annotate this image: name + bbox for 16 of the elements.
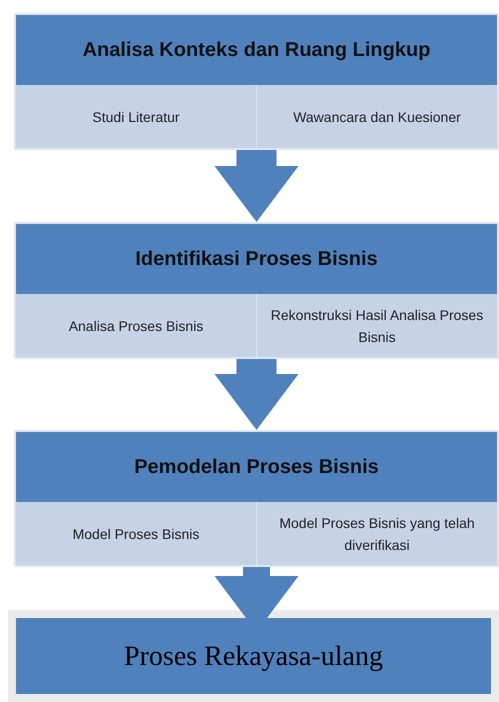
activity-cell: Model Proses Bisnis: [16, 502, 256, 565]
stage-title: Identifikasi Proses Bisnis: [135, 247, 378, 272]
result-box: [8, 610, 499, 702]
block-arrow: [214, 150, 298, 222]
stage-title: Analisa Konteks dan Ruang Lingkup: [82, 38, 430, 63]
block-arrow: [214, 359, 298, 430]
stage-panel: [14, 430, 499, 567]
stage-title: Pemodelan Proses Bisnis: [134, 455, 379, 480]
activity-cell: Rekonstruksi Hasil Analisa Proses Bisnis: [256, 294, 497, 357]
stage-panel: [14, 222, 499, 359]
activity-cell: Wawancara dan Kuesioner: [256, 85, 497, 148]
activity-cell: Analisa Proses Bisnis: [16, 294, 256, 357]
stage-panel: [14, 13, 499, 150]
activity-cell: Model Proses Bisnis yang telah diverifikasi: [256, 502, 497, 565]
activity-cell: Studi Literatur: [16, 85, 256, 148]
result-title: Proses Rekayasa-ulang: [124, 640, 383, 674]
